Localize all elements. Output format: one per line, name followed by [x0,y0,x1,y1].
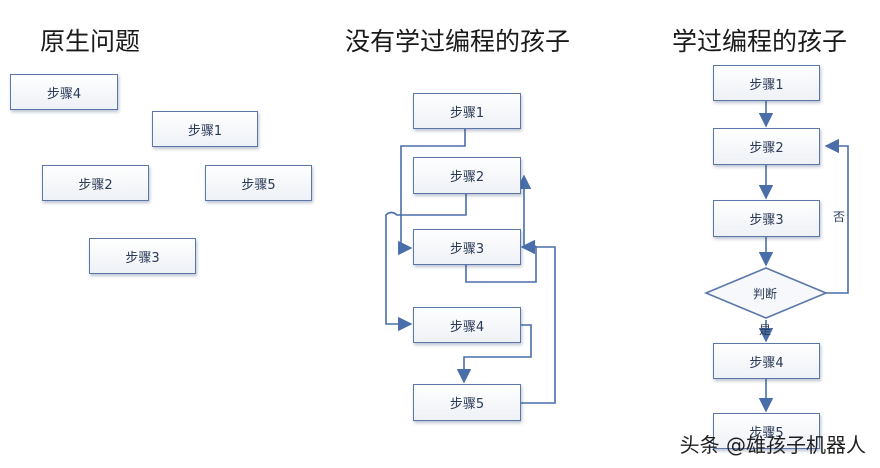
mid-step-5: 步骤5 [413,384,521,421]
left-step-5: 步骤5 [205,165,312,201]
right-step-1: 步骤1 [713,65,820,101]
mid-step-1: 步骤1 [413,93,521,129]
decision-yes-label: 是 [759,323,772,337]
mid-step-3: 步骤3 [413,229,521,265]
left-step-2: 步骤2 [42,165,149,201]
left-step-3: 步骤3 [89,238,196,274]
watermark: 头条 @雄孩子机器人 [679,433,866,457]
wire-s2-to-s4 [385,194,467,332]
wire-s1-to-s3 [398,128,466,256]
decision-no-label: 否 [833,210,846,224]
wire-r-no-loop [824,138,849,294]
right-step-5: 步骤5 [713,413,820,449]
title-original-problem: 原生问题 [40,27,141,56]
wire-s5-to-s3 [520,239,556,404]
left-step-4: 步骤4 [10,74,118,110]
right-step-2: 步骤2 [713,128,820,165]
decision-diamond [703,267,829,319]
title-no-coding: 没有学过编程的孩子 [345,27,571,56]
mid-step-2: 步骤2 [413,157,521,194]
decision-label: 判断 [753,287,778,301]
right-step-4: 步骤4 [713,343,820,379]
wire-s4-to-s5 [456,324,532,384]
title-coding: 学过编程的孩子 [672,27,848,56]
mid-step-4: 步骤4 [413,307,521,343]
left-step-1: 步骤1 [152,111,258,147]
right-step-3: 步骤3 [713,200,820,237]
